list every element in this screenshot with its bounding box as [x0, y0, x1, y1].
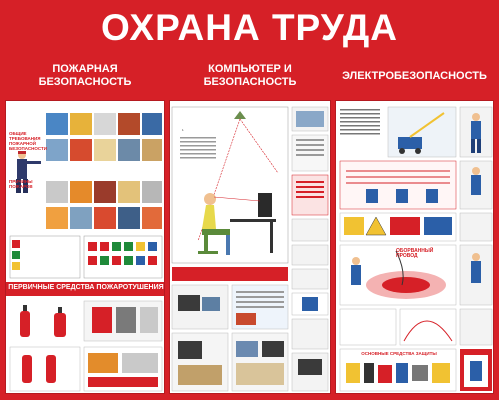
poster-title: ОХРАНА ТРУДА: [101, 7, 398, 48]
electrical-safety-heading: ЭЛЕКТРОБЕЗОПАСНОСТЬ: [342, 69, 487, 82]
broken-wire-scene: [339, 244, 457, 306]
electrical-safety-illustrations: [339, 106, 493, 392]
fire-safety-panel: ОБЩИЕ ТРЕБОВАНИЯ ПОЖАРНОЙ БЕЗОПАСНОСТИ П…: [5, 100, 165, 394]
fire-safety-heading: ПОЖАРНАЯ БЕЗОПАСНОСТЬ: [38, 63, 132, 88]
broken-wire-label: ОБОРВАННЫЙ ПРОВОД: [396, 248, 434, 259]
firefighter-figure: [16, 151, 41, 193]
ergonomics-diagram: 1: [171, 106, 289, 264]
computer-safety-heading: КОМПЬЮТЕР И БЕЗОПАСНОСТЬ: [203, 63, 297, 88]
fire-safety-illustrations: [9, 113, 163, 392]
extinguish-means-band: ПЕРВИЧНЫЕ СРЕДСТВА ПОЖАРОТУШЕНИЯ: [6, 282, 164, 296]
crane-illustration: [387, 106, 457, 158]
fire-requirements-label: ОБЩИЕ ТРЕБОВАНИЯ ПОЖАРНОЙ БЕЗОПАСНОСТИ: [9, 131, 47, 151]
fire-causes-label: ПРИЧИНЫ ПОЖАРОВ: [9, 179, 33, 189]
electrical-safety-panel: ОБОРВАННЫЙ ПРОВОД ОСНОВНЫЕ СРЕДСТВА ЗАЩИ…: [335, 100, 494, 394]
computer-safety-illustrations: 1: [171, 106, 329, 392]
fire-extinguisher-icon: [20, 305, 66, 337]
computer-safety-panel: 1: [169, 100, 331, 394]
svg-text:1: 1: [182, 128, 184, 132]
protective-means-label: ОСНОВНЫЕ СРЕДСТВА ЗАЩИТЫ: [361, 351, 437, 356]
